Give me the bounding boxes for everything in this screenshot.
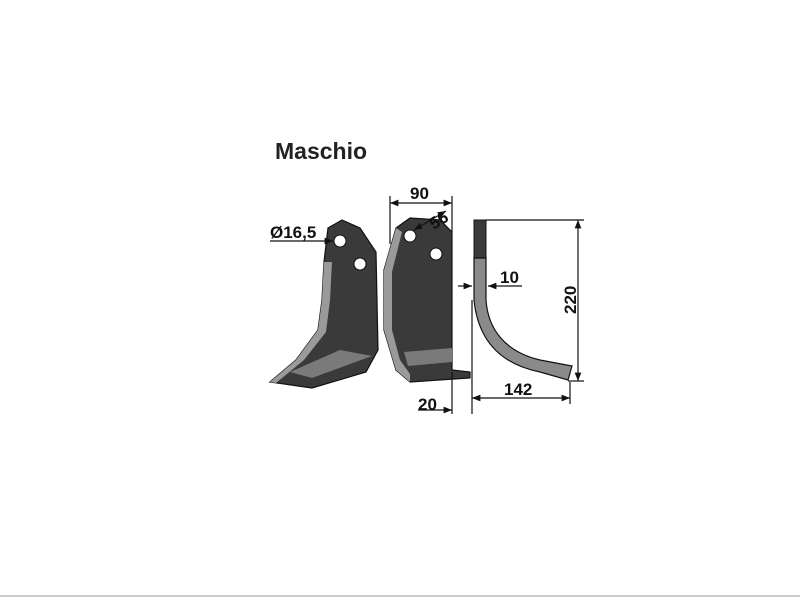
side-profile-view (473, 219, 573, 381)
middle-blade-hole-top (403, 229, 417, 243)
left-blade-foot-highlight (290, 350, 372, 378)
diagram-title: Maschio (275, 138, 368, 164)
left-blade-edge-highlight (270, 262, 332, 383)
left-blade-hole-bottom (353, 257, 367, 271)
side-profile-shank (473, 219, 487, 259)
height-label: 220 (561, 286, 580, 314)
hole-diameter-label: Ø16,5 (270, 223, 316, 242)
left-blade-hole-top (333, 234, 347, 248)
page-bottom-divider (0, 595, 800, 597)
middle-blade-hole-bottom (429, 247, 443, 261)
middle-blade-view (383, 217, 471, 383)
blade-width-label: 20 (418, 395, 437, 414)
side-profile-body (473, 257, 573, 381)
middle-blade-foot-highlight (404, 348, 452, 366)
width-label: 90 (410, 184, 429, 203)
depth-label: 142 (504, 380, 532, 399)
middle-blade-edge-highlight (384, 228, 410, 382)
left-blade-view (268, 219, 379, 389)
dimension-lines (270, 196, 584, 414)
thickness-label: 10 (500, 268, 519, 287)
